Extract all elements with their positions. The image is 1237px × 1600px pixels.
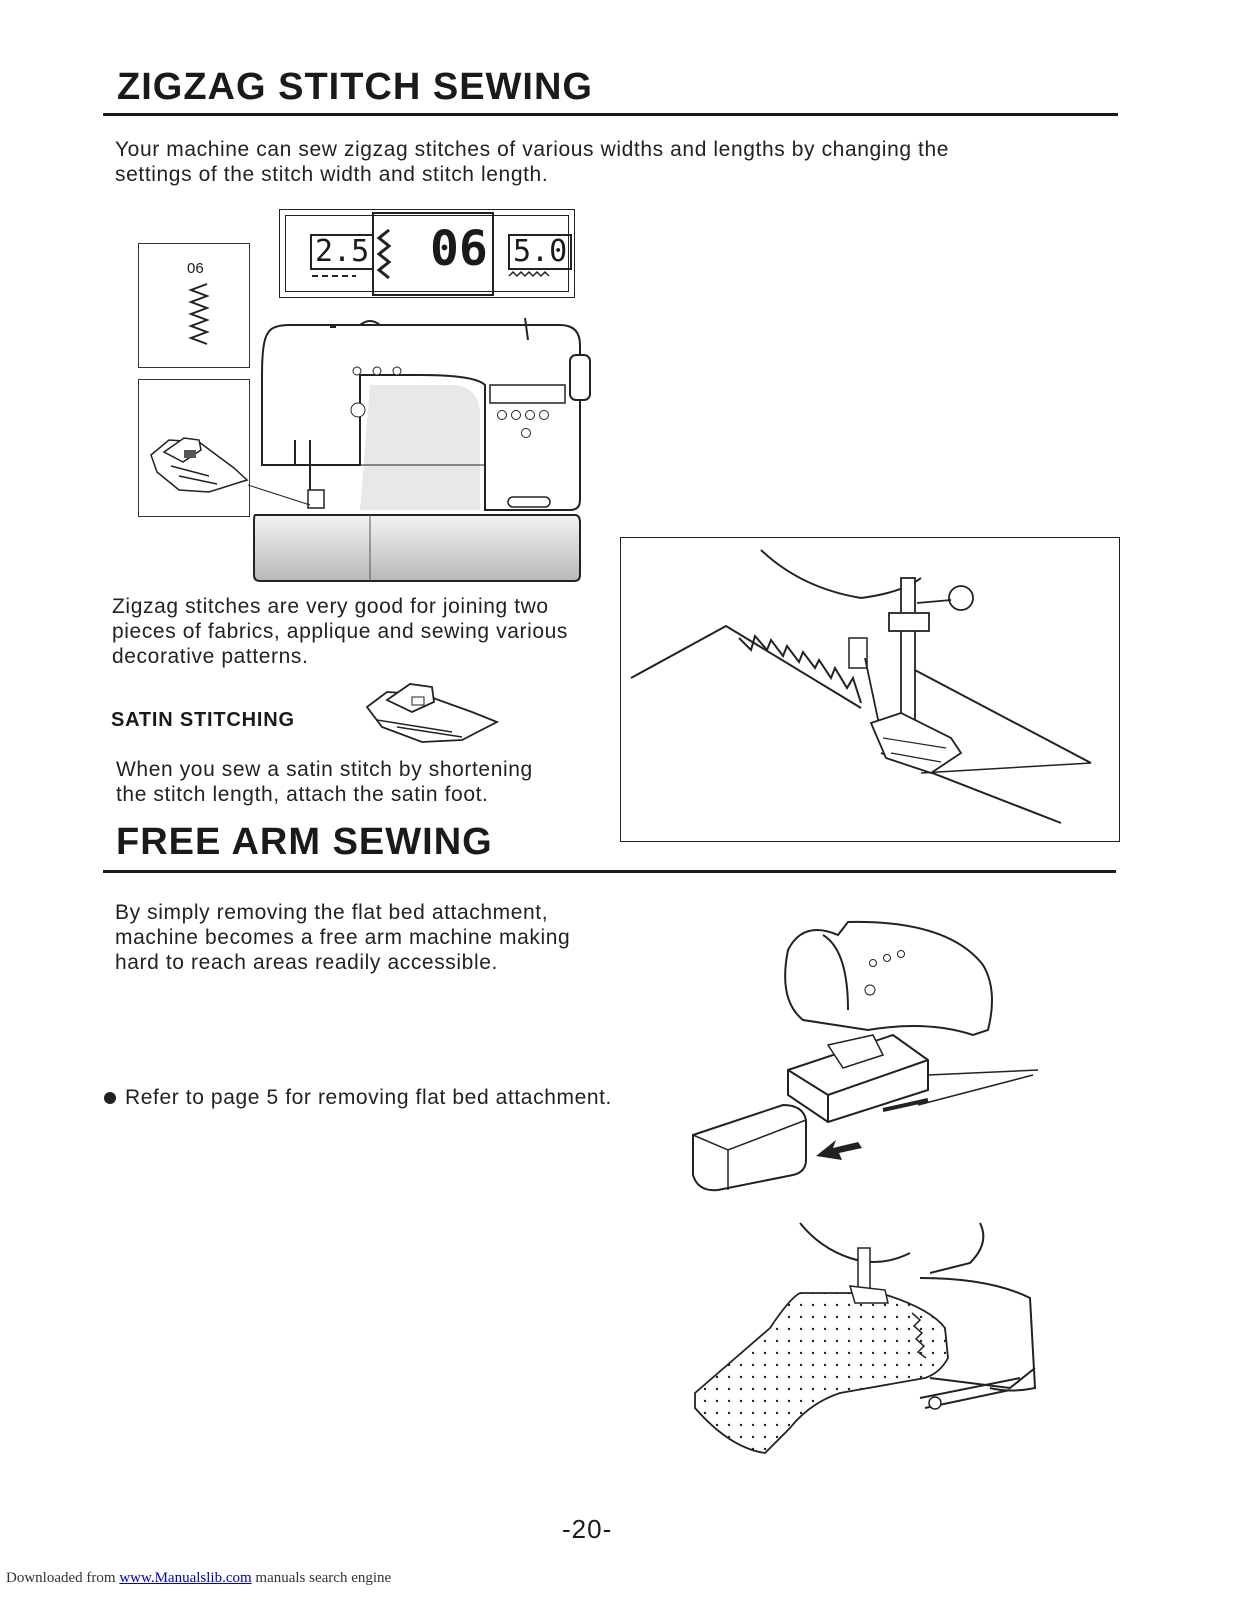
- bullet-icon: [104, 1092, 116, 1104]
- zigzag-intro: Your machine can sew zigzag stitches of …: [115, 137, 949, 187]
- free-arm-line: machine becomes a free arm machine makin…: [115, 925, 570, 950]
- sewing-machine-illustration: [240, 315, 600, 585]
- display-decorations: [280, 210, 574, 297]
- intro-line: Your machine can sew zigzag stitches of …: [115, 137, 949, 162]
- zigzag-foot-icon: [139, 380, 249, 516]
- footer-prefix: Downloaded from: [6, 1570, 116, 1586]
- free-arm-note: Refer to page 5 for removing flat bed at…: [104, 1085, 612, 1110]
- free-arm-text: By simply removing the flat bed attachme…: [115, 900, 570, 975]
- free-arm-sewing-illustration: [690, 1218, 1050, 1468]
- footer-suffix: manuals search engine: [255, 1570, 391, 1586]
- page-number: -20-: [562, 1514, 612, 1545]
- download-footer: Downloaded from www.Manualslib.com manua…: [6, 1570, 391, 1587]
- uses-line: Zigzag stitches are very good for joinin…: [112, 594, 568, 619]
- uses-line: pieces of fabrics, applique and sewing v…: [112, 619, 568, 644]
- title-rule: [103, 870, 1116, 873]
- satin-foot-icon: [362, 672, 502, 752]
- presser-foot-box: [138, 379, 250, 517]
- zigzag-pattern-icon: [139, 244, 249, 367]
- uses-line: decorative patterns.: [112, 644, 568, 669]
- flat-bed-removal-illustration: [688, 910, 1048, 1200]
- pattern-reference-box: 06: [138, 243, 250, 368]
- zigzag-closeup-box: [620, 537, 1120, 842]
- free-arm-line: By simply removing the flat bed attachme…: [115, 900, 570, 925]
- section-title-zigzag: ZIGZAG STITCH SEWING: [117, 66, 593, 109]
- zigzag-uses-text: Zigzag stitches are very good for joinin…: [112, 594, 568, 669]
- section-title-free-arm: FREE ARM SEWING: [116, 821, 493, 864]
- satin-line: When you sew a satin stitch by shortenin…: [116, 757, 533, 782]
- title-rule: [103, 113, 1118, 116]
- manualslib-link[interactable]: www.Manualslib.com: [119, 1570, 251, 1586]
- satin-line: the stitch length, attach the satin foot…: [116, 782, 533, 807]
- note-text: Refer to page 5 for removing flat bed at…: [125, 1085, 612, 1110]
- satin-subtitle: SATIN STITCHING: [111, 709, 295, 732]
- zigzag-closeup-illustration: [621, 538, 1119, 841]
- intro-line: settings of the stitch width and stitch …: [115, 162, 949, 187]
- stitch-display-panel: 2.5 06 5.0: [279, 209, 575, 298]
- free-arm-line: hard to reach areas readily accessible.: [115, 950, 570, 975]
- satin-text: When you sew a satin stitch by shortenin…: [116, 757, 533, 807]
